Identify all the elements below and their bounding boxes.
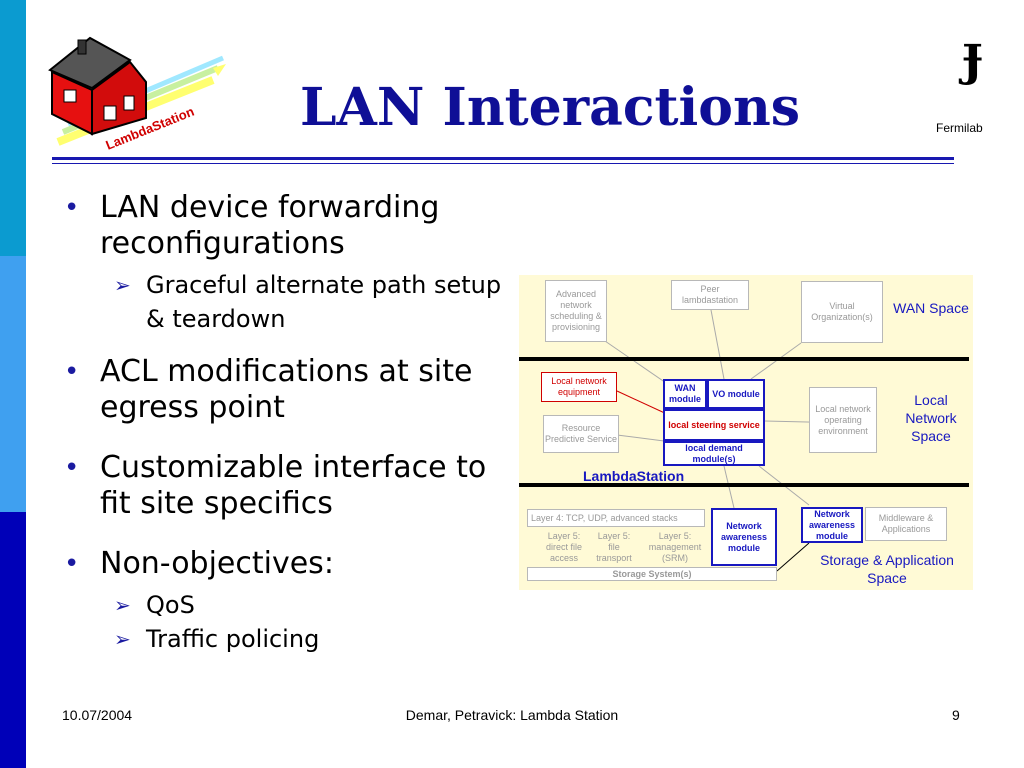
bullet-text: Customizable interface to fit site speci…	[100, 450, 487, 521]
side-bar-bottom	[0, 512, 26, 768]
network-awareness-module-box-2: Network awareness module	[801, 507, 863, 543]
local-network-space-label: Local Network Space	[905, 392, 957, 444]
house-icon	[48, 36, 147, 136]
bullet-item: • Non-objectives:	[62, 546, 512, 582]
arrow-bullet-icon: ➢	[114, 593, 131, 617]
bullet-dot-icon: •	[64, 453, 80, 483]
bullet-item: • Customizable interface to fit site spe…	[62, 450, 512, 522]
sub-bullet-item: ➢ Traffic policing	[62, 622, 512, 656]
separator-local	[519, 483, 969, 487]
sub-bullet-text: QoS	[146, 591, 195, 619]
sub-bullet-text: Traffic policing	[146, 625, 320, 653]
wan-module-box: WAN module	[663, 379, 707, 409]
arrow-bullet-icon: ➢	[114, 273, 131, 297]
vo-module-box: VO module	[707, 379, 765, 409]
storage-system-box: Storage System(s)	[527, 567, 777, 581]
layer4-box: Layer 4: TCP, UDP, advanced stacks	[527, 509, 705, 527]
middleware-applications-box: Middleware & Applications	[865, 507, 947, 541]
bullet-text: LAN device forwarding reconfigurations	[100, 190, 440, 261]
side-bar-middle	[0, 256, 26, 512]
network-awareness-module-box: Network awareness module	[711, 508, 777, 566]
advanced-network-box: Advanced network scheduling & provisioni…	[545, 280, 607, 342]
sub-bullet-item: ➢ Graceful alternate path setup & teardo…	[62, 268, 512, 336]
footer-authors: Demar, Petravick: Lambda Station	[405, 707, 619, 723]
side-bar-top	[0, 0, 26, 256]
bullet-dot-icon: •	[64, 549, 80, 579]
layer5-transport-box: Layer 5: file transport	[596, 530, 632, 563]
footer-date: 10.07/2004	[62, 707, 133, 723]
virtual-organization-box: Virtual Organization(s)	[801, 281, 883, 343]
lambdastation-logo: LambdaStation	[48, 36, 226, 153]
title-rule	[52, 157, 954, 160]
local-network-equipment-box: Local network equipment	[541, 372, 617, 402]
bullet-dot-icon: •	[64, 193, 80, 223]
lambdastation-label: LambdaStation	[583, 468, 685, 484]
footer-page-number: 9	[952, 707, 960, 723]
bullet-text: Non-objectives:	[100, 546, 334, 581]
sub-bullet-text: Graceful alternate path setup & teardown	[146, 271, 502, 333]
sub-bullet-item: ➢ QoS	[62, 588, 512, 622]
layer5-management-box: Layer 5: management (SRM)	[648, 530, 702, 563]
title-rule-thin	[52, 163, 954, 164]
arrow-bullet-icon: ➢	[114, 627, 131, 651]
bullet-list: • LAN device forwarding reconfigurations…	[62, 190, 512, 656]
layer5-direct-box: Layer 5: direct file access	[545, 530, 582, 563]
storage-application-space-label: Storage & Application Space	[820, 552, 954, 586]
fermilab-label: Fermilab	[936, 121, 983, 135]
architecture-diagram: Advanced network scheduling & provisioni…	[519, 275, 973, 590]
bullet-item: • LAN device forwarding reconfigurations	[62, 190, 512, 262]
fermilab-logo-icon: Ɉ	[962, 36, 983, 87]
resource-predictive-box: Resource Predictive Service	[543, 415, 619, 453]
slide-title: LAN Interactions	[299, 77, 801, 138]
local-steering-service-box: local steering service	[663, 409, 765, 441]
local-demand-module-box: local demand module(s)	[663, 441, 765, 466]
local-operating-environment-box: Local network operating environment	[809, 387, 877, 453]
bullet-dot-icon: •	[64, 357, 80, 387]
bullet-text: ACL modifications at site egress point	[100, 354, 473, 425]
peer-lambdastation-box: Peer lambdastation	[671, 280, 749, 310]
separator-wan	[519, 357, 969, 361]
bullet-item: • ACL modifications at site egress point	[62, 354, 512, 426]
wan-space-label: WAN Space	[893, 300, 969, 316]
